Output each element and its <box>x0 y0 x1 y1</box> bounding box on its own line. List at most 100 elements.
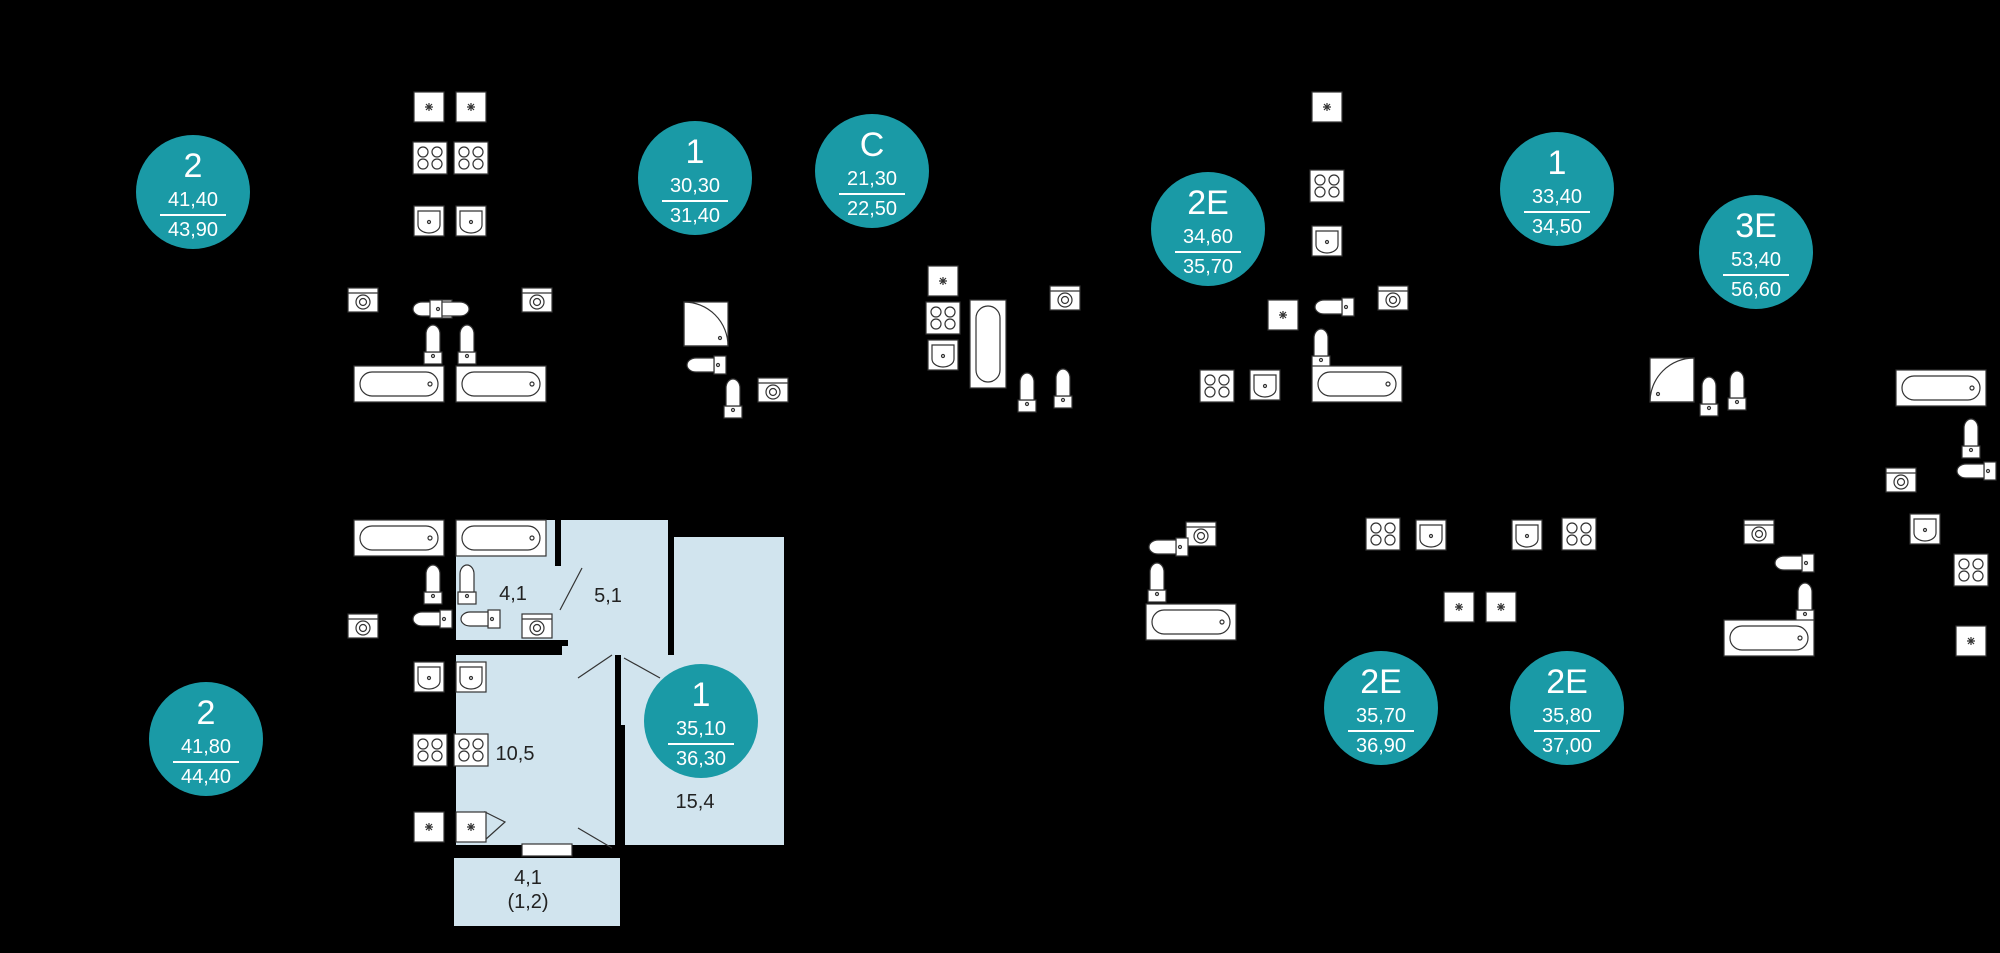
unit-living-area: 41,40 <box>159 187 227 216</box>
bathtub-icon <box>353 365 445 403</box>
unit-total-area: 56,60 <box>1730 279 1782 301</box>
stove-icon <box>925 301 961 335</box>
unit-total-area: 37,00 <box>1541 735 1593 757</box>
unit-total-area: 22,50 <box>846 198 898 220</box>
fridge-icon <box>413 811 445 843</box>
bathtub-icon <box>1895 369 1987 407</box>
stove-icon <box>453 733 489 767</box>
fridge-icon <box>1443 591 1475 623</box>
unit-badge[interactable]: 2Е 35,80 37,00 <box>1510 651 1624 765</box>
unit-living-area: 35,10 <box>667 716 735 745</box>
unit-rooms: 2 <box>183 147 203 185</box>
sink-icon <box>1311 225 1343 257</box>
unit-living-area: 35,70 <box>1347 703 1415 732</box>
toilet-icon <box>1795 582 1815 623</box>
unit-total-area: 44,40 <box>180 766 232 788</box>
toilet-icon <box>457 324 477 365</box>
toilet-icon <box>723 378 743 419</box>
unit-badge[interactable]: 1 30,30 31,40 <box>638 121 752 235</box>
unit-living-area: 33,40 <box>1523 184 1591 213</box>
fridge-icon <box>455 91 487 123</box>
area-hall: 5,1 <box>594 585 622 607</box>
unit-badge[interactable]: 2Е 34,60 35,70 <box>1151 172 1265 286</box>
washing-machine-icon <box>1377 285 1409 311</box>
fridge-icon <box>1267 299 1299 331</box>
sink-icon <box>413 205 445 237</box>
unit-living-area: 34,60 <box>1174 224 1242 253</box>
fridge-icon <box>455 811 487 843</box>
unit-rooms: 2Е <box>1187 184 1229 222</box>
washing-machine-icon <box>757 377 789 403</box>
bathtub-icon <box>455 519 547 557</box>
room-hall <box>562 520 668 655</box>
bathtub-icon <box>1311 365 1403 403</box>
fridge-icon <box>1955 625 1987 657</box>
shower-icon <box>683 301 729 347</box>
sink-icon <box>1909 513 1941 545</box>
toilet-icon <box>1314 297 1355 317</box>
washing-machine-icon <box>521 613 553 639</box>
fridge-icon <box>1485 591 1517 623</box>
unit-rooms: 2Е <box>1360 663 1402 701</box>
unit-living-area: 41,80 <box>172 734 240 763</box>
unit-badge[interactable]: 2 41,80 44,40 <box>149 682 263 796</box>
sink-icon <box>1511 519 1543 551</box>
fixtures-block-1 <box>347 91 553 403</box>
unit-badge[interactable]: 2Е 35,70 36,90 <box>1324 651 1438 765</box>
unit-total-area: 34,50 <box>1531 216 1583 238</box>
toilet-icon <box>460 609 501 629</box>
toilet-icon <box>1017 372 1037 413</box>
sink-icon <box>1415 519 1447 551</box>
unit-rooms: 1 <box>691 676 711 714</box>
stove-icon <box>1199 369 1235 403</box>
unit-badge[interactable]: 1 33,40 34,50 <box>1500 132 1614 246</box>
bathtub-icon <box>455 365 547 403</box>
toilet-icon <box>1148 537 1189 557</box>
unit-total-area: 43,90 <box>167 219 219 241</box>
stove-icon <box>453 141 489 175</box>
fixtures-block-6 <box>1145 517 1815 657</box>
unit-rooms: 2Е <box>1546 663 1588 701</box>
unit-badge[interactable]: 3Е 53,40 56,60 <box>1699 195 1813 309</box>
unit-total-area: 35,70 <box>1182 256 1234 278</box>
unit-rooms: С <box>859 126 885 164</box>
bathtub-icon <box>969 299 1007 389</box>
unit-living-area: 30,30 <box>661 173 729 202</box>
door-swings <box>484 567 661 857</box>
unit-rooms: 1 <box>685 133 705 171</box>
washing-machine-icon <box>1743 519 1775 545</box>
fixtures-block-5 <box>1649 357 1997 657</box>
toilet-icon <box>1961 418 1981 459</box>
toilet-icon <box>1147 562 1167 603</box>
area-room: 15,4 <box>675 791 715 813</box>
area-bathroom: 4,1 <box>499 583 527 605</box>
stove-icon <box>1309 169 1345 203</box>
toilet-icon <box>457 564 477 605</box>
unit-total-area: 36,30 <box>675 748 727 770</box>
unit-badge[interactable]: 2 41,40 43,90 <box>136 135 250 249</box>
area-balcony-value: 4,1 <box>514 867 542 889</box>
unit-living-area: 35,80 <box>1533 703 1601 732</box>
fixtures-block-3 <box>683 265 1081 419</box>
unit-total-area: 31,40 <box>669 205 721 227</box>
toilet-icon <box>423 324 443 365</box>
toilet-icon <box>1311 328 1331 369</box>
unit-badge[interactable]: С 21,30 22,50 <box>815 114 929 228</box>
toilet-icon <box>429 299 470 319</box>
stove-icon <box>1953 553 1989 587</box>
sink-icon <box>927 339 959 371</box>
washing-machine-icon <box>347 287 379 313</box>
washing-machine-icon <box>1185 521 1217 547</box>
unit-living-area: 21,30 <box>838 166 906 195</box>
toilet-icon <box>1774 553 1815 573</box>
toilet-icon <box>1956 461 1997 481</box>
toilet-icon <box>1699 376 1719 417</box>
unit-rooms: 1 <box>1547 144 1567 182</box>
stove-icon <box>1561 517 1597 551</box>
stove-icon <box>412 733 448 767</box>
washing-machine-icon <box>521 287 553 313</box>
bathtub-icon <box>1723 619 1815 657</box>
fridge-icon <box>413 91 445 123</box>
unit-badge[interactable]: 1 35,10 36,30 <box>644 664 758 778</box>
area-kitchen: 10,5 <box>495 743 535 765</box>
